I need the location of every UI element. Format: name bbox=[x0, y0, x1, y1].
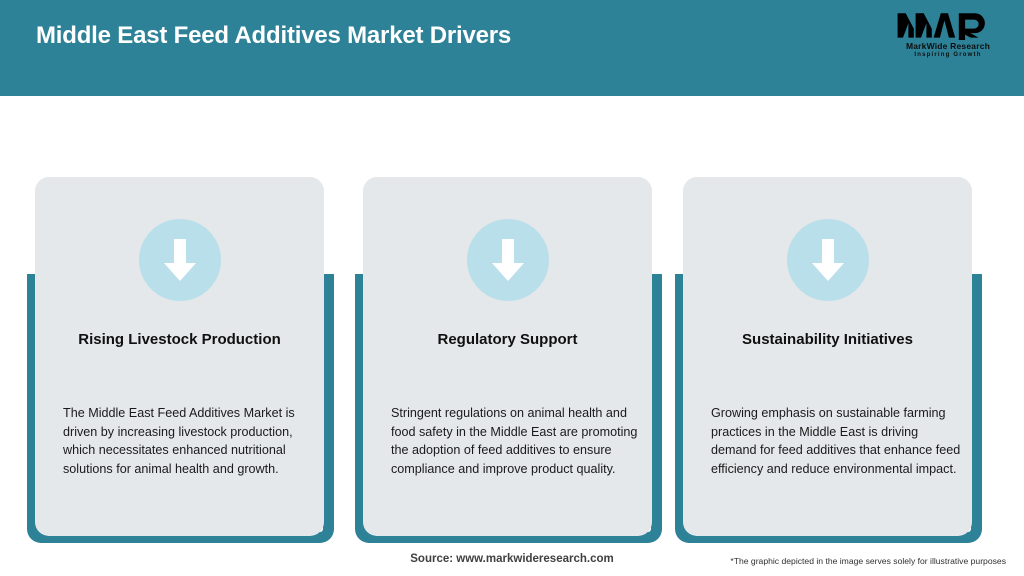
logo-tagline: Inspiring Growth bbox=[914, 52, 982, 58]
driver-card-2: Regulatory Support Stringent regulations… bbox=[355, 96, 662, 546]
down-arrow-icon bbox=[138, 219, 221, 301]
card-panel: Regulatory Support Stringent regulations… bbox=[363, 177, 652, 536]
card-bracket-accent bbox=[675, 274, 982, 543]
disclaimer-note: *The graphic depicted in the image serve… bbox=[730, 556, 1006, 566]
source-label: Source: www.markwideresearch.com bbox=[410, 553, 614, 565]
logo-company-name: MarkWide Research bbox=[905, 41, 991, 51]
card-title: Sustainability Initiatives bbox=[742, 331, 913, 348]
card-bracket-accent bbox=[355, 274, 662, 543]
card-panel: Rising Livestock Production The Middle E… bbox=[35, 177, 324, 536]
card-panel: Sustainability Initiatives Growing empha… bbox=[683, 177, 972, 536]
down-arrow-icon bbox=[786, 219, 869, 301]
driver-card-1: Rising Livestock Production The Middle E… bbox=[27, 96, 334, 546]
card-body-text: The Middle East Feed Additives Market is… bbox=[63, 406, 295, 476]
card-body-text: Stringent regulations on animal health a… bbox=[391, 406, 638, 476]
down-arrow-icon bbox=[466, 219, 549, 301]
mwr-logo-icon bbox=[894, 10, 1002, 43]
card-bracket-accent bbox=[27, 274, 334, 543]
card-body-text: Growing emphasis on sustainable farming … bbox=[711, 406, 961, 476]
page-title: Middle East Feed Additives Market Driver… bbox=[36, 22, 512, 49]
page-header: Middle East Feed Additives Market Driver… bbox=[0, 0, 1024, 96]
card-title: Rising Livestock Production bbox=[78, 331, 281, 348]
driver-card-3: Sustainability Initiatives Growing empha… bbox=[675, 96, 982, 546]
card-title: Regulatory Support bbox=[437, 331, 578, 348]
driver-cards-row: Rising Livestock Production The Middle E… bbox=[0, 96, 1024, 546]
brand-logo: MarkWide Research Inspiring Growth bbox=[894, 10, 1002, 66]
